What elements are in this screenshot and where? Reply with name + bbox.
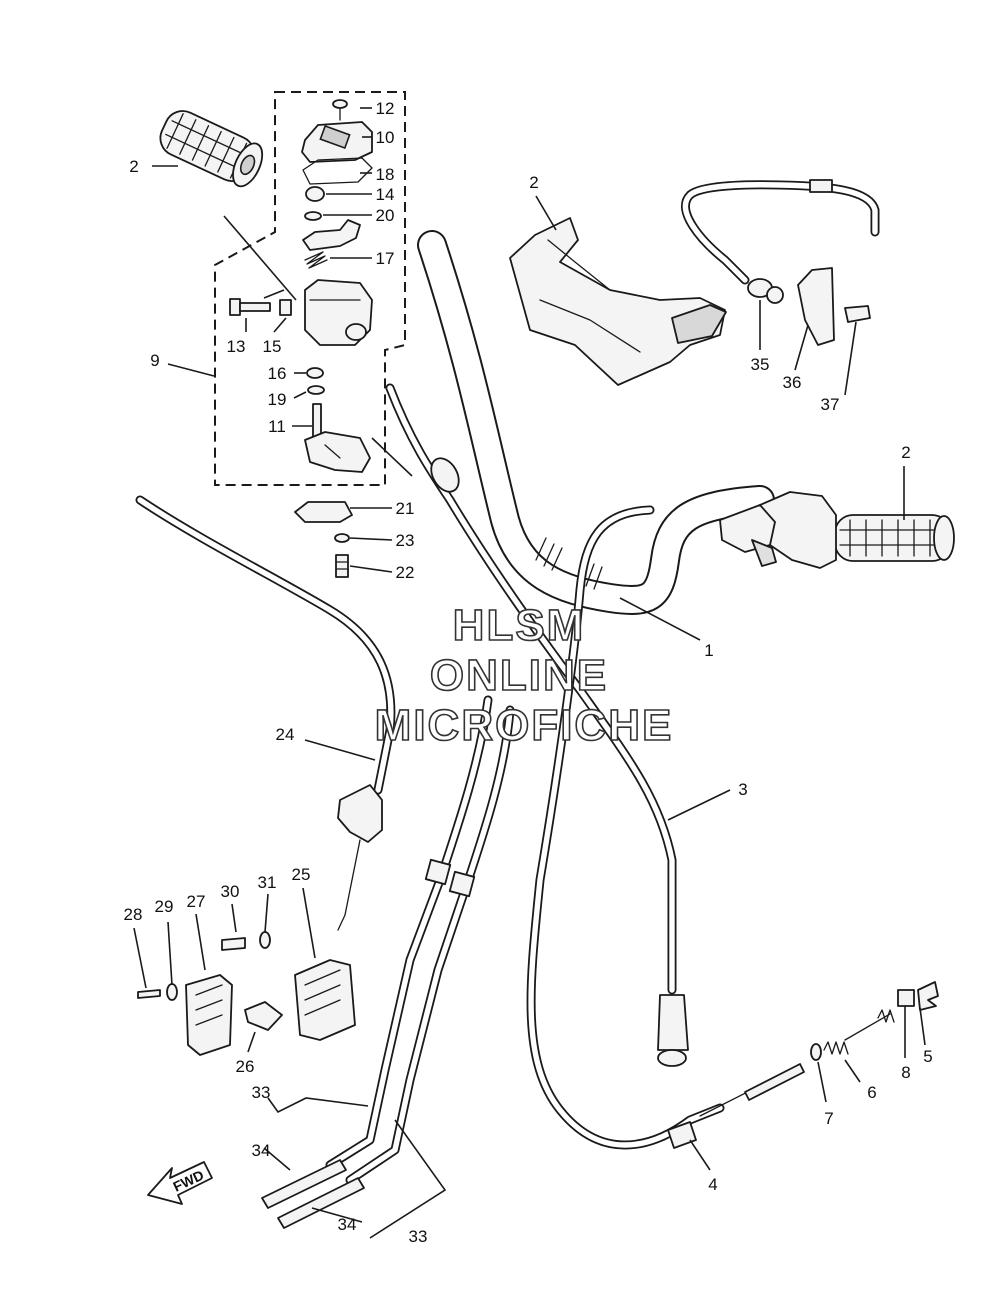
callout-34-upper: 34 — [252, 1141, 271, 1160]
callout-22: 21 — [396, 499, 415, 518]
left-grip — [159, 110, 264, 188]
forward-direction-arrow: FWD — [147, 1161, 213, 1205]
handlebar-pad — [509, 217, 727, 386]
callout-8: 7 — [824, 1109, 833, 1128]
callout-33-upper: 33 — [252, 1083, 271, 1102]
callout-10: 9 — [150, 351, 159, 370]
lever-assembly — [229, 99, 373, 473]
watermark-line-2: ONLINE — [430, 651, 608, 700]
watermark-line-3: MICROFICHE — [375, 701, 674, 750]
callout-17: 16 — [268, 364, 287, 383]
callout-24: 23 — [396, 531, 415, 550]
callout-20: 19 — [268, 390, 287, 409]
callout-7: 6 — [867, 1083, 876, 1102]
callout-15: 14 — [376, 185, 395, 204]
assembly-boundary — [214, 91, 406, 486]
callout-9: 8 — [901, 1063, 910, 1082]
callout-28: 27 — [187, 892, 206, 911]
throttle-cables-pair — [261, 695, 515, 1229]
callout-3: 2 — [529, 173, 538, 192]
callout-6: 5 — [923, 1047, 932, 1066]
callout-36: 36 — [783, 373, 802, 392]
watermark: HLSM ONLINE MICROFICHE — [374, 600, 674, 751]
callout-5: 4 — [708, 1175, 717, 1194]
clutch-cable — [135, 495, 396, 931]
callout-4: 3 — [738, 780, 747, 799]
callout-13: 12 — [376, 99, 395, 118]
right-grip — [834, 514, 955, 562]
callout-33-lower: 33 — [409, 1227, 428, 1246]
callout-18: 17 — [376, 249, 395, 268]
callout-23: 22 — [396, 563, 415, 582]
callout-14: 13 — [227, 337, 246, 356]
callout-16: 15 — [263, 337, 282, 356]
callout-25: 24 — [276, 725, 295, 744]
throttle-housing — [719, 491, 837, 569]
leader-lines — [133, 107, 926, 1239]
callout-21: 20 — [376, 206, 395, 225]
choke-cable — [526, 505, 939, 1150]
callout-numbers: 2 12 10 18 14 20 17 13 15 9 16 19 11 21 … — [124, 99, 933, 1246]
clamp-assembly — [294, 501, 353, 578]
callout-2-right-grip: 2 — [901, 443, 910, 462]
callout-2-left-grip: 2 — [129, 157, 138, 176]
callout-1: 1 — [704, 641, 713, 660]
callout-37: 37 — [821, 395, 840, 414]
callout-35: 35 — [751, 355, 770, 374]
choke-lever-assembly — [681, 179, 880, 346]
callout-34-lower: 34 — [338, 1215, 357, 1234]
callout-29: 28 — [124, 905, 143, 924]
throttle-cable — [385, 383, 689, 1067]
callout-19: 18 — [376, 165, 395, 184]
callout-26: 25 — [292, 865, 311, 884]
callout-12: 11 — [268, 417, 286, 436]
callout-27: 26 — [236, 1057, 255, 1076]
watermark-line-1: HLSM — [453, 601, 586, 650]
callout-32: 31 — [258, 873, 277, 892]
callout-30: 29 — [155, 897, 174, 916]
callout-31: 30 — [221, 882, 240, 901]
callout-11: 10 — [376, 128, 395, 147]
